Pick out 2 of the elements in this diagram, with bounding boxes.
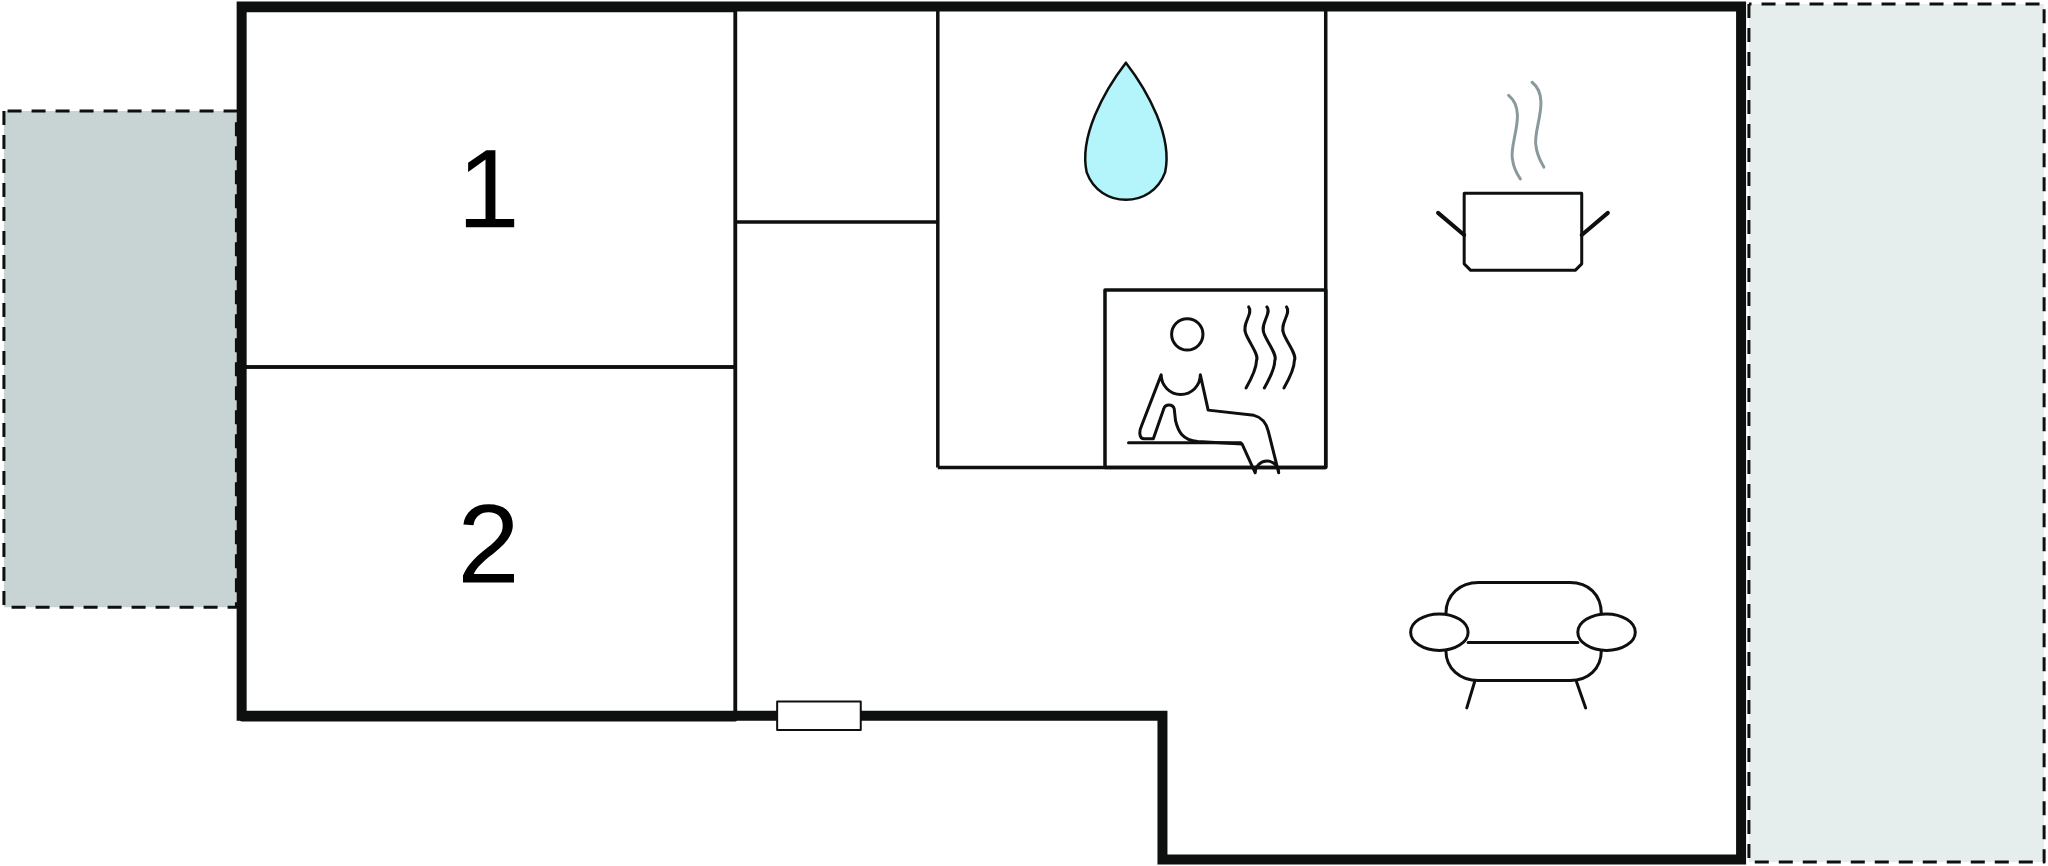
room: 1: [239, 8, 738, 369]
room: 2: [239, 365, 738, 722]
